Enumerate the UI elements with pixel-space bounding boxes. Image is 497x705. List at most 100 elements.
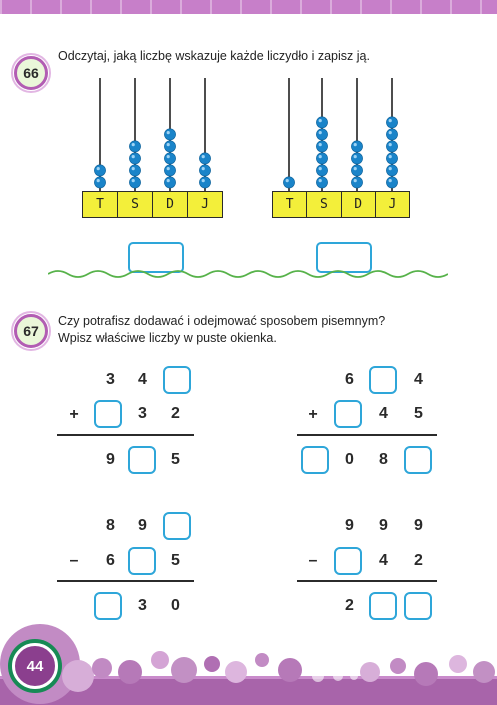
abacus-left-bead-highlight <box>166 167 170 171</box>
p2-row1-digit-hundreds: 6 <box>345 371 355 388</box>
p4-result-box-ones[interactable] <box>404 592 432 620</box>
abacus-right-bead <box>316 176 328 189</box>
p2-result-box-thousands[interactable] <box>301 446 329 474</box>
p3-row1-box-ones[interactable] <box>163 512 191 540</box>
p2-row2-box-hundreds[interactable] <box>334 400 362 428</box>
p3-row2-digit-ones: 5 <box>171 552 181 569</box>
p4-row1-digit-ones: 9 <box>414 517 424 534</box>
abacus-right-bead-highlight <box>353 143 357 147</box>
abacus-left <box>94 78 211 191</box>
abacus-right-bead <box>386 140 398 153</box>
abacus-left-bead <box>129 176 141 189</box>
abacus-left-bead-highlight <box>131 179 135 183</box>
abacus-right-bead <box>316 152 328 165</box>
abacus-right-bead <box>351 140 363 153</box>
abacus-left-label-ones: J <box>201 197 209 212</box>
abacus-right-bead <box>351 152 363 165</box>
abacus-right-bead <box>386 152 398 165</box>
p1-row1-digit-hundreds: 3 <box>106 371 116 388</box>
abacus-right-bead-highlight <box>353 155 357 159</box>
abacus-right-bead-highlight <box>388 155 392 159</box>
abacus-left-answer-box[interactable] <box>128 242 184 273</box>
abacus-left-bead-highlight <box>201 155 205 159</box>
abacus-right-bead <box>316 164 328 177</box>
abacus-right-bead <box>316 140 328 153</box>
abacus-right-bead <box>283 176 295 189</box>
p1-row1-box-ones[interactable] <box>163 366 191 394</box>
abacus-right-bead-highlight <box>388 119 392 123</box>
p4-row1-digit-hundreds: 9 <box>345 517 355 534</box>
abacus-right-label-thousands: T <box>273 192 308 217</box>
abacus-right-label-ones: J <box>388 197 397 212</box>
abacus-left-bead <box>164 140 176 153</box>
p3-row1-digit-hundreds: 8 <box>106 517 116 534</box>
p3-result-box-hundreds[interactable] <box>94 592 122 620</box>
p2-result-digit-tens: 8 <box>379 451 389 468</box>
p3-row1-digit-tens: 9 <box>138 517 148 534</box>
p1-row2-digit-tens: 3 <box>138 405 148 422</box>
p1-operator: + <box>69 406 79 423</box>
abacus-left-bead <box>129 164 141 177</box>
abacus-right-bead <box>386 176 398 189</box>
p2-result-box-ones[interactable] <box>404 446 432 474</box>
abacus-left-bead-highlight <box>201 167 205 171</box>
abacus-left-bead-highlight <box>166 155 170 159</box>
abacus-left-bead-highlight <box>96 179 100 183</box>
abacus-right-bead <box>351 164 363 177</box>
p4-result-digit-hundreds: 2 <box>345 597 355 614</box>
abacus-right-labels: T S D J <box>272 191 410 218</box>
abacus-right-bead-highlight <box>353 167 357 171</box>
p3-row2-box-tens[interactable] <box>128 547 156 575</box>
abacus-left-bead-highlight <box>166 131 170 135</box>
exercise-66-badge: 66 <box>11 53 51 93</box>
abacus-right-bead-highlight <box>318 167 322 171</box>
p3-row2-digit-hundreds: 6 <box>106 552 116 569</box>
p3-result-digit-ones: 0 <box>171 597 181 614</box>
abacus-left-bead-highlight <box>96 167 100 171</box>
abacus-left-bead <box>164 176 176 189</box>
abacus-left-bead <box>164 152 176 165</box>
p2-row1-digit-ones: 4 <box>414 371 424 388</box>
abacus-right-answer-box[interactable] <box>316 242 372 273</box>
p4-row2-box-hundreds[interactable] <box>334 547 362 575</box>
abacus-right-bead-highlight <box>318 119 322 123</box>
top-bar-pattern <box>0 0 497 14</box>
exercise-66-number: 66 <box>23 65 39 81</box>
exercise-66-instruction: Odczytaj, jaką liczbę wskazuje każde lic… <box>58 49 370 63</box>
abacus-left-bead-highlight <box>166 143 170 147</box>
p4-row2-digit-tens: 4 <box>379 552 389 569</box>
abacus-left-bead <box>129 140 141 153</box>
abacus-right-bead-highlight <box>318 155 322 159</box>
abacus-left-bead-highlight <box>166 179 170 183</box>
abacus-left-bead <box>94 176 106 189</box>
exercise-67-badge: 67 <box>11 311 51 351</box>
abacus-left-bead-highlight <box>131 143 135 147</box>
abacus-left-bead-highlight <box>131 167 135 171</box>
abacus-right-bead <box>386 164 398 177</box>
p4-result-box-tens[interactable] <box>369 592 397 620</box>
p4-operator: – <box>308 552 318 569</box>
exercise-67-number: 67 <box>23 323 39 339</box>
p1-result-digit-hundreds: 9 <box>106 451 116 468</box>
p1-result-box-tens[interactable] <box>128 446 156 474</box>
p1-row2-box-hundreds[interactable] <box>94 400 122 428</box>
abacus-right-label-hundreds: S <box>307 192 342 217</box>
abacus-right-bead-highlight <box>285 179 289 183</box>
abacus-left-bead <box>199 152 211 165</box>
abacus-right-bead-highlight <box>388 167 392 171</box>
exercise-67-instruction-line1: Czy potrafisz dodawać i odejmować sposob… <box>58 314 386 328</box>
abacus-right-bead <box>351 176 363 189</box>
p1-row1-digit-tens: 4 <box>138 371 148 388</box>
abacus-left-bead <box>199 164 211 177</box>
top-decorative-bar <box>0 0 497 14</box>
page-number: 44 <box>26 657 44 675</box>
abacus-left-bead <box>199 176 211 189</box>
abacus-left-label-thousands: T <box>83 192 118 217</box>
abacus-left-label-tens: D <box>153 192 188 217</box>
abacus-right-bead-highlight <box>388 131 392 135</box>
p3-difference-line <box>57 580 194 582</box>
p2-row1-box-tens[interactable] <box>369 366 397 394</box>
abacus-left-bead-highlight <box>131 155 135 159</box>
abacus-right <box>283 78 398 191</box>
p2-result-digit-hundreds: 0 <box>345 451 355 468</box>
